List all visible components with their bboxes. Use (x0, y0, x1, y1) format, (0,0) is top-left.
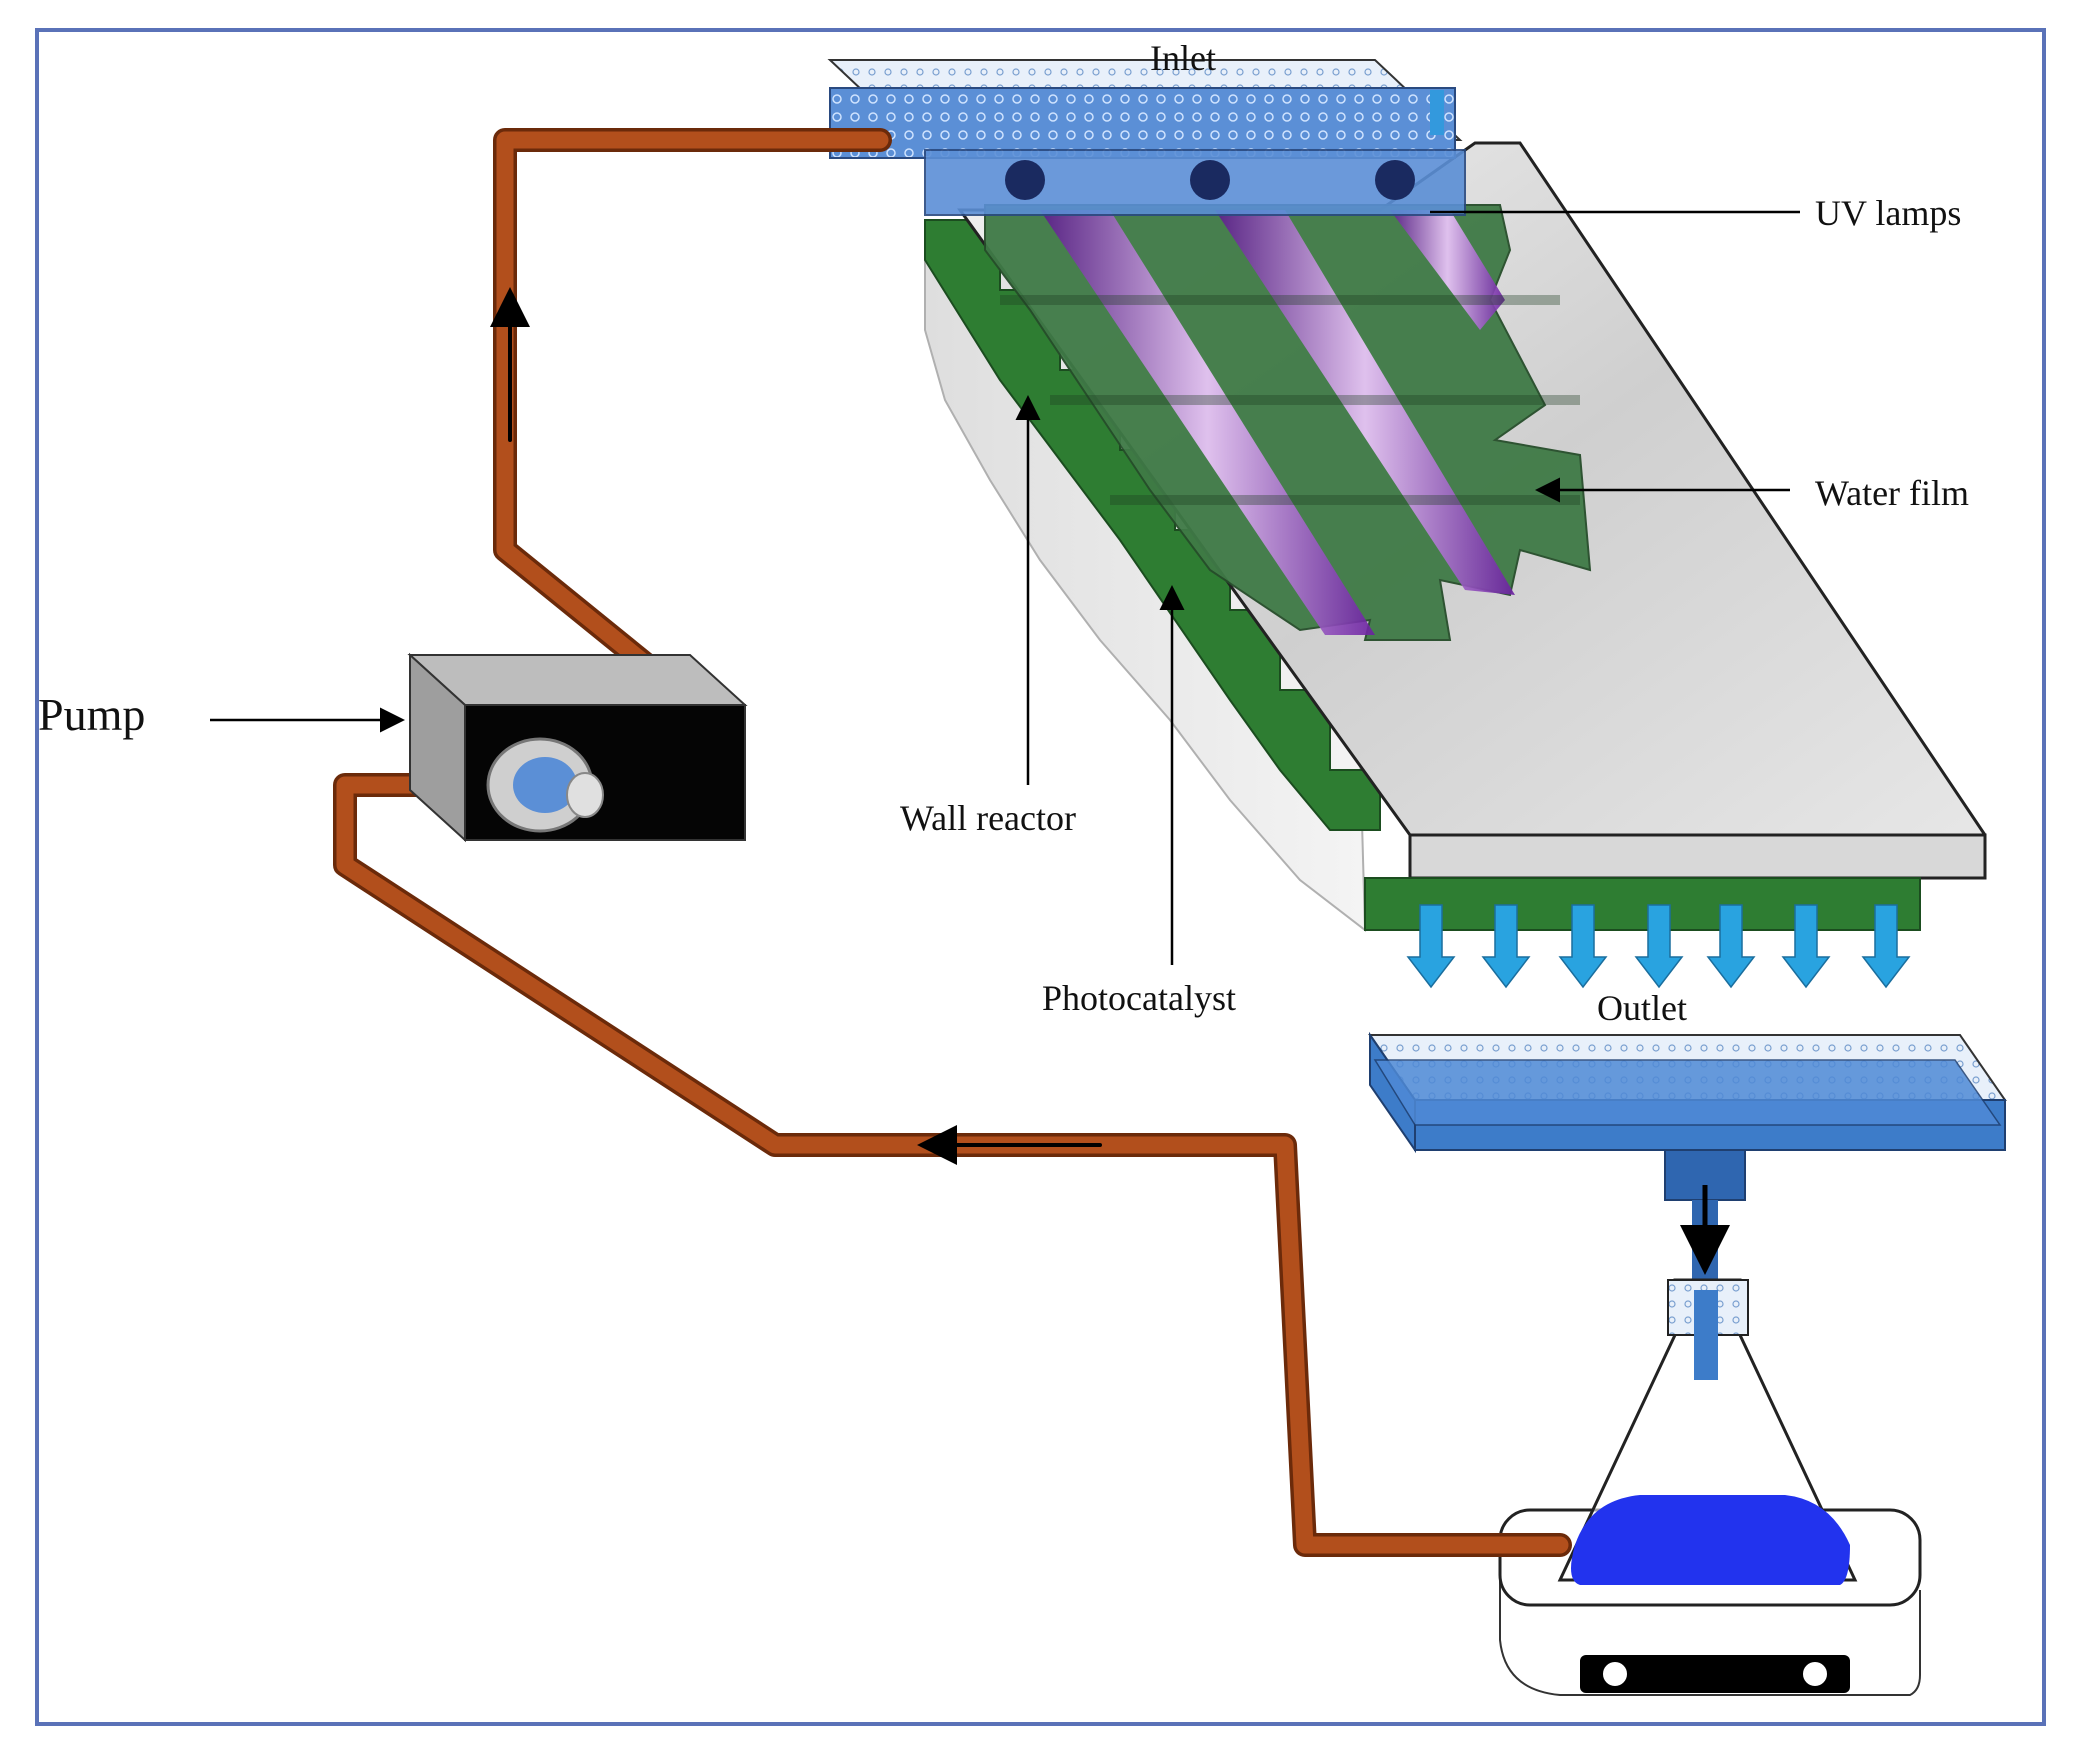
photocatalyst-outlet-strip (1364, 877, 1921, 931)
diagram-border (35, 28, 2046, 1726)
outlet-arrow-1 (1406, 904, 1456, 989)
wall-reactor-label: Wall reactor (900, 798, 1076, 838)
uv-lamp-end-3 (1375, 160, 1415, 200)
water-film (984, 204, 1592, 641)
outlet-label: Outlet (1597, 988, 1687, 1028)
pump-icon (407, 652, 748, 843)
inlet-label: Inlet (1150, 38, 1216, 78)
outlet-tray (1368, 1031, 2007, 1300)
outlet-arrow-7 (1861, 904, 1911, 989)
outlet-arrow-6 (1781, 904, 1831, 989)
inlet-manifold (827, 59, 1466, 216)
pump-label: Pump (38, 689, 145, 740)
outlet-arrow-4 (1634, 904, 1684, 989)
leader-lines (210, 210, 1800, 965)
flask-liquid (1571, 1495, 1850, 1585)
outlet-flow-arrows (1406, 904, 1911, 989)
water-film-label: Water film (1815, 473, 1969, 513)
uv-beam-1 (1040, 210, 1375, 635)
outlet-arrow-5 (1706, 904, 1756, 989)
erlenmeyer-flask-icon (1557, 1278, 1858, 1585)
outlet-arrow-3 (1558, 904, 1608, 989)
photocatalyst-label: Photocatalyst (1042, 978, 1236, 1018)
uv-beam-2 (1215, 210, 1515, 595)
outlet-arrow-2 (1481, 904, 1531, 989)
uv-beam-3 (1390, 210, 1505, 330)
uv-lamp-end-2 (1190, 160, 1230, 200)
uv-lamps-label: UV lamps (1815, 193, 1961, 233)
uv-lamp-end-1 (1005, 160, 1045, 200)
